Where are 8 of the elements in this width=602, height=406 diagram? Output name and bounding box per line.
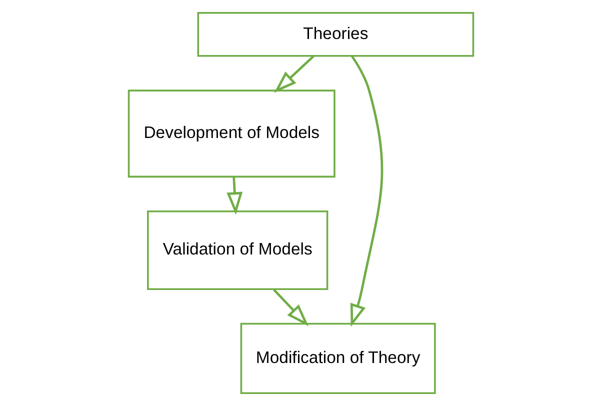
- node-box: Theories: [197, 12, 474, 57]
- arrow: [350, 56, 384, 327]
- node-box: Modification of Theory: [240, 322, 436, 394]
- arrow: [273, 288, 309, 326]
- arrow: [226, 176, 243, 215]
- arrow: [274, 55, 314, 93]
- node-box: Validation of Models: [147, 210, 328, 290]
- node-box: Development of Models: [128, 90, 336, 178]
